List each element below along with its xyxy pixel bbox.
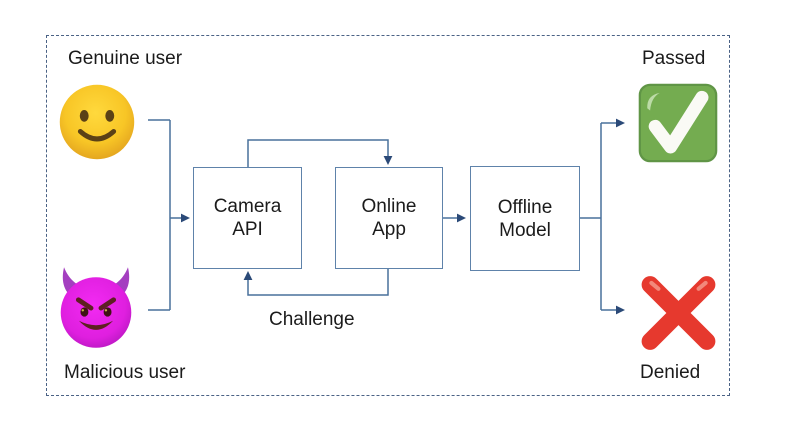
arrowhead-into-camera-api bbox=[181, 213, 190, 223]
arrowhead-into-denied bbox=[616, 305, 625, 315]
node-online-app: Online App bbox=[335, 167, 443, 269]
passed-label: Passed bbox=[642, 48, 706, 69]
node-online-app-label-line2: App bbox=[372, 219, 406, 240]
arrowhead-into-offline-model bbox=[457, 213, 466, 223]
node-offline-model-label-line2: Model bbox=[499, 219, 551, 241]
smiling-face-icon bbox=[59, 84, 135, 160]
genuine-user-label: Genuine user bbox=[68, 48, 183, 69]
node-camera-api-label-line1: Camera bbox=[213, 196, 282, 217]
denied-label: Denied bbox=[640, 362, 701, 383]
arrowhead-into-passed bbox=[616, 118, 625, 128]
challenge-label: Challenge bbox=[269, 309, 355, 330]
node-offline-model-label-line1: Offline bbox=[497, 196, 553, 218]
node-online-app-label-line1: Online bbox=[361, 196, 417, 217]
node-camera-api: Camera API bbox=[193, 167, 302, 269]
cross-mark-icon bbox=[641, 276, 716, 350]
devil-face-icon bbox=[60, 267, 132, 348]
diagram-dashed-border bbox=[46, 35, 730, 396]
malicious-user-label: Malicious user bbox=[64, 362, 186, 383]
arrowhead-challenge-into-camera-api bbox=[243, 271, 253, 280]
arrowhead-into-online-app bbox=[383, 156, 393, 165]
node-camera-api-label-line2: API bbox=[232, 219, 263, 240]
check-mark-icon bbox=[638, 83, 718, 163]
node-offline-model: Offline Model bbox=[470, 166, 580, 271]
